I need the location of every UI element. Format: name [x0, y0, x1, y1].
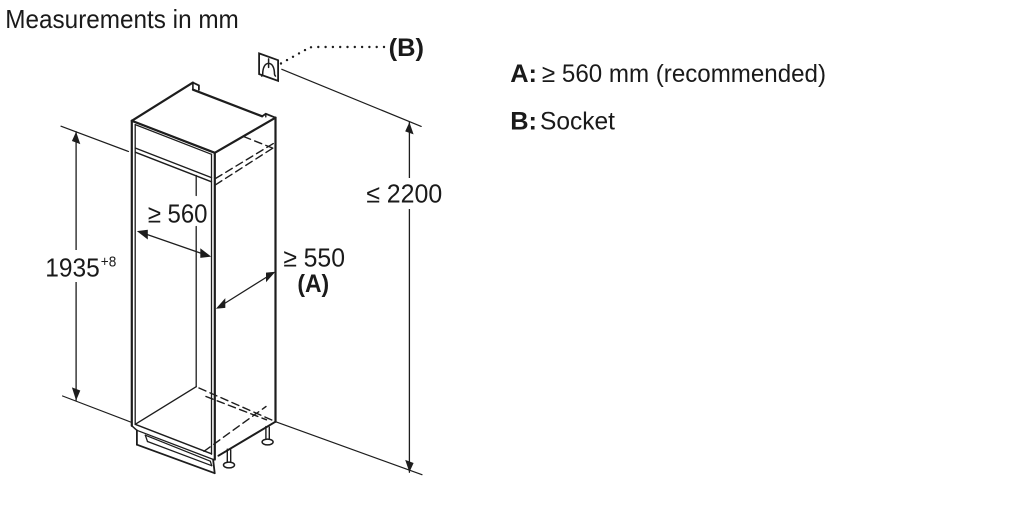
svg-text:≥ 560 mm (recommended): ≥ 560 mm (recommended) — [542, 60, 826, 88]
svg-text:≥ 560: ≥ 560 — [148, 201, 208, 229]
svg-text:Measurements in mm: Measurements in mm — [5, 4, 239, 34]
svg-text:(A): (A) — [297, 270, 329, 298]
svg-text:≤ 2200: ≤ 2200 — [366, 180, 442, 208]
svg-text:A:: A: — [510, 60, 537, 88]
svg-text:≥ 550: ≥ 550 — [283, 244, 345, 272]
svg-text:+8: +8 — [101, 254, 117, 271]
svg-text:(B): (B) — [389, 34, 424, 62]
svg-text:1935: 1935 — [45, 253, 100, 283]
svg-text:Socket: Socket — [540, 108, 615, 136]
svg-text:B:: B: — [510, 108, 537, 136]
